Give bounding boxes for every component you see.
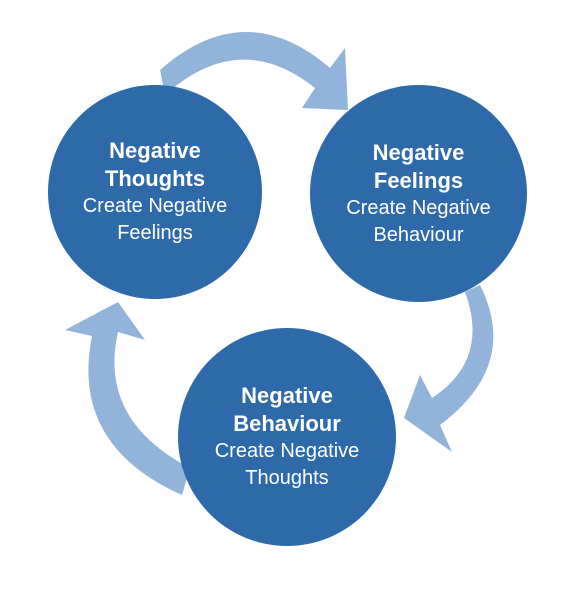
arrow-thoughts-to-feelings (160, 31, 348, 111)
node-title-line: Negative (241, 383, 333, 408)
arrow-feelings-to-behaviour (404, 285, 494, 452)
node-title-line: Negative (109, 138, 201, 163)
node-desc-line: Thoughts (245, 467, 329, 489)
node-negative-feelings: Negative Feelings Create Negative Behavi… (310, 85, 527, 302)
node-desc-line: Create Negative (82, 195, 228, 217)
arrow-behaviour-to-thoughts (65, 302, 190, 495)
node-title-line: Feelings (373, 167, 464, 193)
node-desc-line: Create Negative (214, 440, 360, 462)
node-title-line: Negative (372, 139, 465, 165)
node-title-line: Behaviour (233, 411, 341, 436)
node-desc-line: Feelings (117, 222, 193, 244)
node-negative-behaviour: Negative Behaviour Create Negative Thoug… (178, 328, 396, 546)
node-negative-thoughts: Negative Thoughts Create Negative Feelin… (48, 85, 262, 299)
node-desc-line: Behaviour (373, 223, 464, 246)
node-title-line: Thoughts (104, 166, 206, 191)
node-desc-line: Create Negative (346, 196, 491, 219)
